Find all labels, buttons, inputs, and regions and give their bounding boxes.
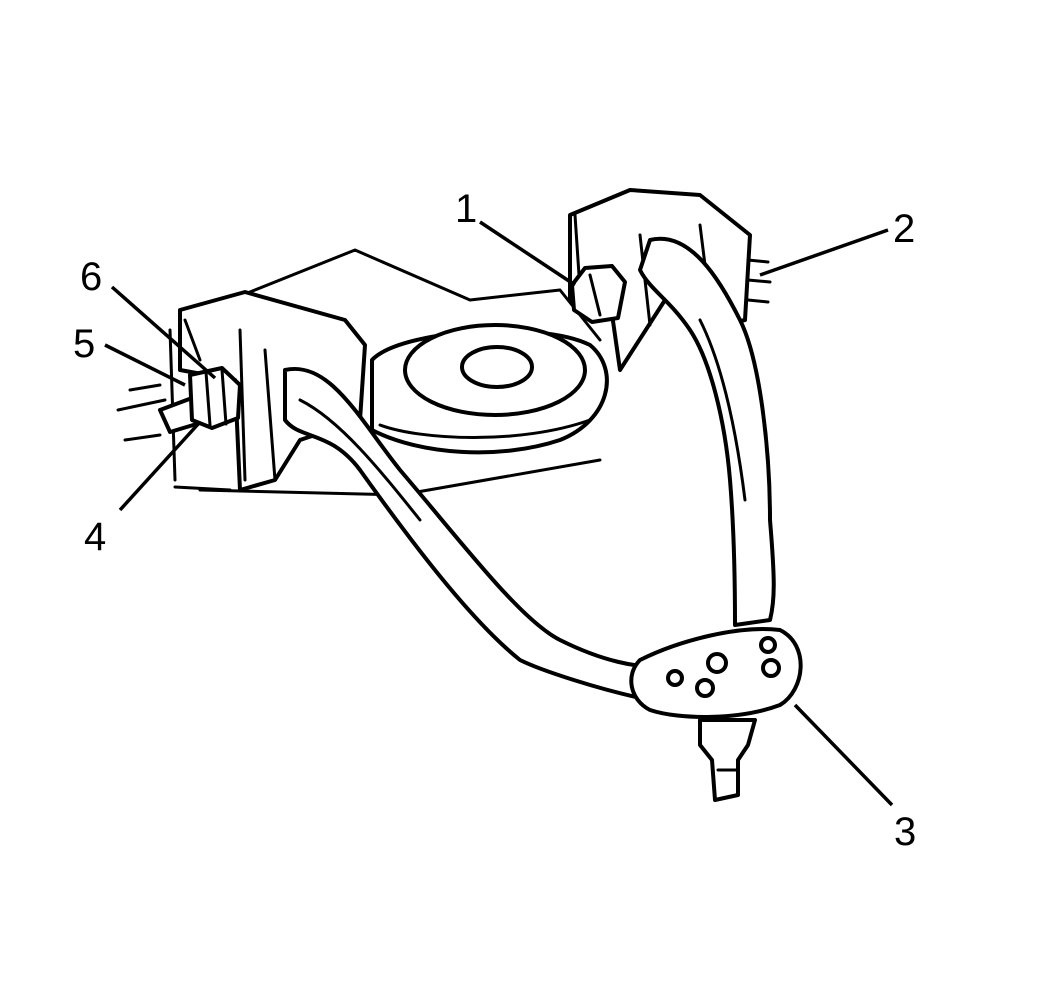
leader-4 (118, 420, 202, 512)
upper-control-arm (283, 236, 776, 702)
leader-1 (479, 220, 576, 287)
callout-4: 4 (84, 515, 106, 559)
callout-3: 3 (894, 810, 916, 854)
callout-5: 5 (73, 322, 95, 366)
leader-5 (104, 343, 186, 387)
leader-2 (759, 228, 889, 277)
spring-seat (370, 323, 609, 455)
ball-joint (629, 627, 803, 802)
leader-6 (110, 285, 217, 380)
front-pivot-shaft (158, 366, 242, 434)
callout-6: 6 (80, 255, 102, 299)
leader-3 (793, 703, 894, 807)
callout-2: 2 (893, 207, 915, 251)
rear-pivot-bolt (570, 264, 627, 324)
callout-1: 1 (455, 187, 477, 231)
frame-rail-lines (116, 383, 232, 492)
